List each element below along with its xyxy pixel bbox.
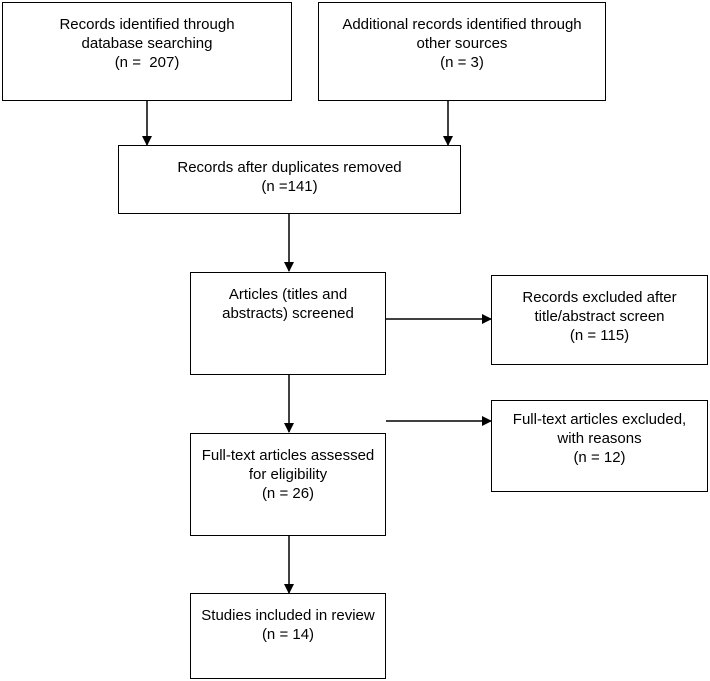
box-line: Full-text articles excluded,	[512, 411, 687, 428]
box-line: other sources	[416, 35, 508, 52]
box-articles-screened: Articles (titles and abstracts) screened	[190, 272, 386, 375]
box-line: with reasons	[557, 430, 642, 447]
box-line: Articles (titles and	[228, 286, 348, 303]
box-line: Records identified through	[59, 16, 235, 33]
box-line: Additional records identified through	[342, 16, 582, 33]
box-line: Records excluded after	[522, 289, 677, 306]
box-fulltext-excluded: Full-text articles excluded, with reason…	[491, 400, 708, 492]
box-records-excluded-screen: Records excluded after title/abstract sc…	[491, 275, 708, 365]
box-line: title/abstract screen	[534, 308, 665, 325]
box-line: (n = 26)	[261, 485, 315, 502]
box-line: for eligibility	[248, 466, 328, 483]
box-line: (n = 207)	[114, 54, 180, 71]
box-line: (n =141)	[261, 178, 318, 195]
box-other-sources: Additional records identified through ot…	[318, 2, 606, 101]
box-fulltext-assessed: Full-text articles assessed for eligibil…	[190, 433, 386, 536]
box-line: (n = 3)	[440, 54, 484, 71]
box-line: Studies included in review	[201, 607, 375, 624]
box-line: Full-text articles assessed	[201, 447, 375, 464]
box-line: abstracts) screened	[222, 305, 354, 322]
box-line: (n = 14)	[261, 626, 315, 643]
box-after-duplicates: Records after duplicates removed (n =141…	[118, 145, 461, 214]
box-studies-included: Studies included in review (n = 14)	[190, 593, 386, 679]
box-database-searching: Records identified through database sear…	[2, 2, 292, 101]
box-line: Records after duplicates removed	[177, 159, 402, 176]
box-line: (n = 115)	[569, 327, 630, 344]
box-line: database searching	[81, 35, 213, 52]
box-line: (n = 12)	[573, 449, 626, 466]
